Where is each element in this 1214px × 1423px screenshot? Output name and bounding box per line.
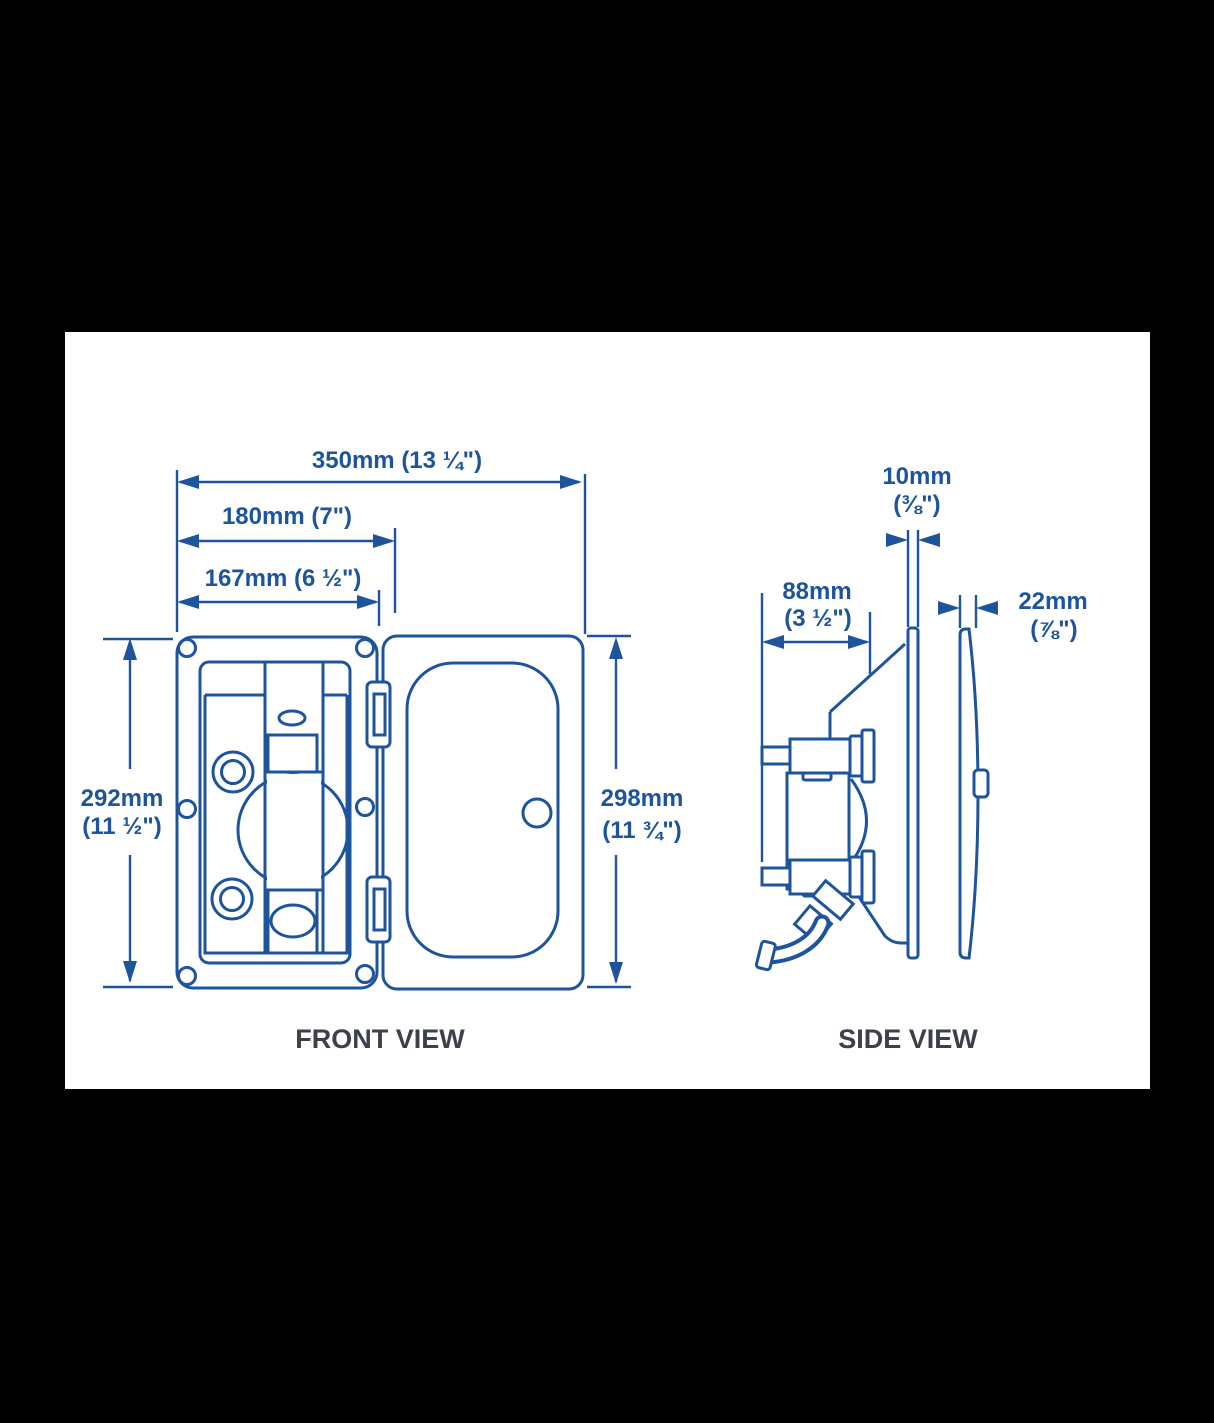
technical-drawing: 350mm (13 ¼") 180mm (7") 167mm (6 ½") 29… [81,447,1088,1054]
front-box [175,635,379,990]
dimension-recess-depth: 88mm (3 ½") [760,578,872,862]
screw-hole [177,966,197,986]
valve-knob-cold [210,877,254,921]
dim-flange-mm: 10mm [882,463,951,490]
dim-box-width-label: 180mm (7") [222,503,352,530]
dim-opening-width-label: 167mm (6 ½") [205,565,362,592]
screw-hole [355,797,375,817]
dimension-box-width: 180mm (7") [177,503,395,548]
screw-hole [355,964,375,984]
side-lid-latch [972,768,990,799]
screw-hole [177,799,197,819]
diagram-panel: 350mm (13 ¼") 180mm (7") 167mm (6 ½") 29… [65,332,1150,1089]
valve-knob-hot [211,750,255,794]
front-door [381,634,585,991]
dim-lid-height-mm: 298mm [601,785,684,812]
dimension-box-height: 292mm (11 ½") [81,638,164,983]
hinges [365,680,392,944]
dim-depth-mm: 88mm [782,578,851,605]
side-valve-upper [760,728,876,784]
side-lid [958,627,990,960]
side-view-caption: SIDE VIEW [838,1024,978,1054]
screw-hole [177,638,197,658]
dim-lid-height-in: (11 ¾") [602,817,681,844]
dimension-overall-width: 350mm (13 ¼") [177,447,582,489]
dim-box-height-in: (11 ½") [82,813,161,840]
dim-lid-thickness-mm: 22mm [1018,588,1087,615]
dim-depth-in: (3 ½") [784,605,851,632]
dimension-opening-width: 167mm (6 ½") [177,565,379,609]
dim-lid-thickness-in: (⅞") [1030,616,1077,643]
side-flange-plate [906,626,920,960]
side-view-dimensions: 10mm (⅜") 88mm (3 ½") 22mm (⅞") [760,463,1088,862]
front-view-drawing [175,634,585,991]
side-valve-lower [760,849,876,905]
dimension-lid-height: 298mm (11 ¾") [601,637,684,984]
side-view-drawing [754,626,990,972]
dimension-flange-thickness: 10mm (⅜") [882,463,952,627]
door-latch-hole [521,797,553,829]
front-view-caption: FRONT VIEW [295,1024,465,1054]
dimension-lid-thickness: 22mm (⅞") [938,588,1088,643]
dim-flange-in: (⅜") [893,491,940,518]
front-view-dimensions: 350mm (13 ¼") 180mm (7") 167mm (6 ½") 29… [81,447,684,989]
dim-overall-width-label: 350mm (13 ¼") [312,447,482,474]
screw-hole [355,638,375,658]
side-hose [754,878,856,972]
dim-box-height-mm: 292mm [81,785,164,812]
